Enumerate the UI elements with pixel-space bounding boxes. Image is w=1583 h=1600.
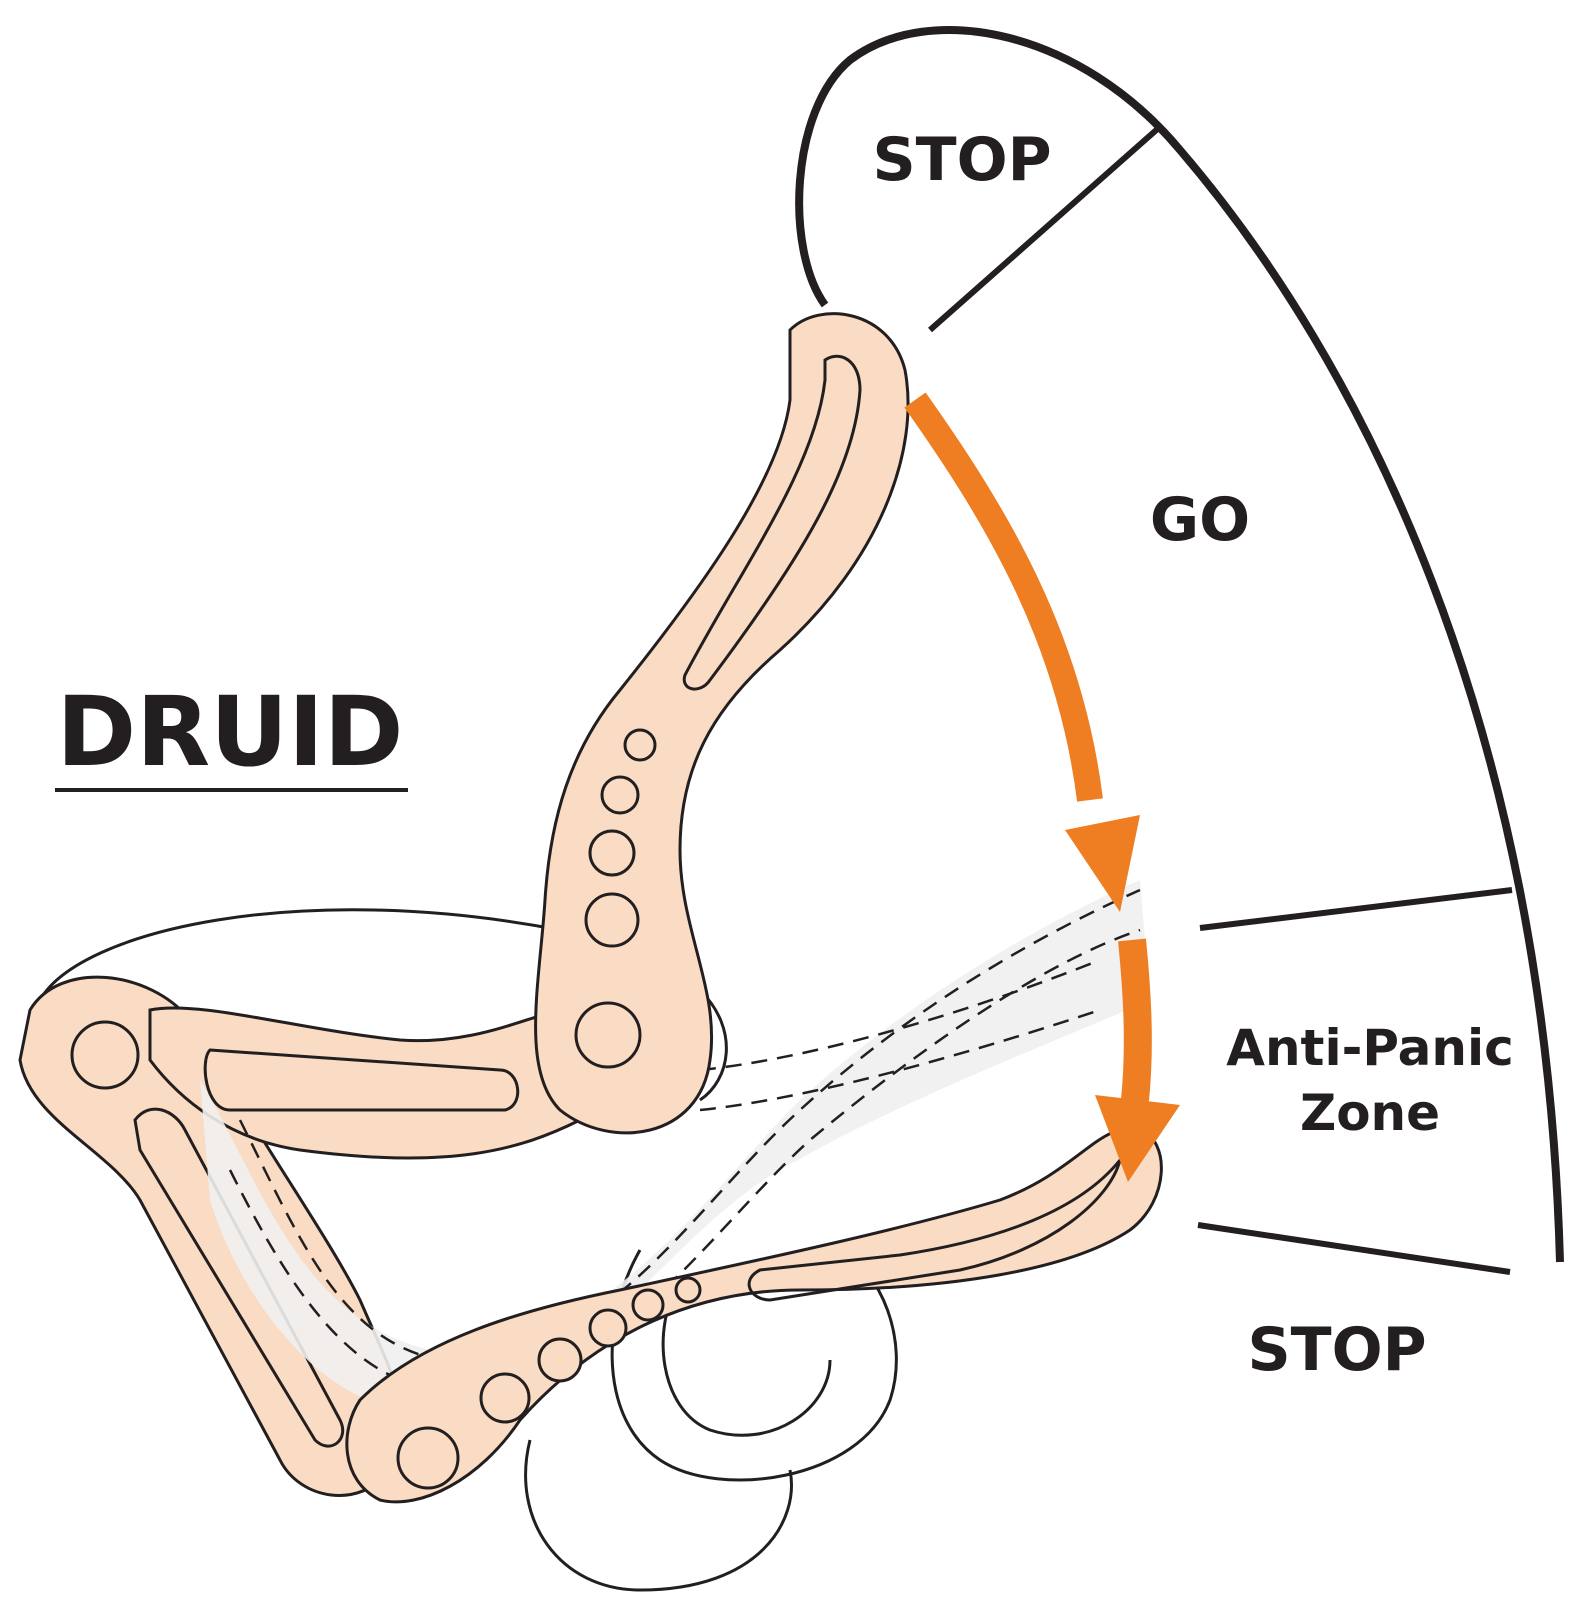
bottom-lever bbox=[345, 1127, 1163, 1504]
carabiner-loop-inner bbox=[661, 1279, 832, 1437]
device-body-outline bbox=[38, 908, 728, 1102]
stop-bottom-label: STOP bbox=[1247, 1315, 1426, 1385]
carabiner-loop-lower bbox=[524, 1439, 793, 1592]
carabiner-loop bbox=[610, 1248, 898, 1482]
go-arrow bbox=[904, 392, 1103, 802]
stop-top-label: STOP bbox=[872, 125, 1051, 195]
go-label: GO bbox=[1150, 485, 1250, 555]
zone-label: Zone bbox=[1300, 1084, 1440, 1142]
cam-arm bbox=[148, 1006, 582, 1160]
druid-title: DRUID bbox=[57, 676, 404, 788]
anti-panic-label: Anti-Panic bbox=[1226, 1019, 1514, 1077]
go-antipanic-divider bbox=[1199, 887, 1513, 931]
antipanic-arrow bbox=[1118, 938, 1152, 1102]
cam-arm-slot bbox=[203, 1048, 520, 1112]
handle-slot bbox=[682, 354, 862, 691]
antipanic-arrowhead bbox=[1095, 1095, 1180, 1182]
stop-go-divider bbox=[928, 122, 1164, 333]
bottom-lever-holes bbox=[396, 1276, 702, 1490]
handle-holes bbox=[574, 728, 657, 1069]
antipanic-stop-divider bbox=[1197, 1222, 1511, 1275]
pivot-hole bbox=[70, 1020, 140, 1090]
go-arrowhead bbox=[1065, 815, 1140, 912]
lower-lever-slot bbox=[133, 1107, 345, 1448]
bottom-lever-slot bbox=[747, 1159, 1122, 1302]
